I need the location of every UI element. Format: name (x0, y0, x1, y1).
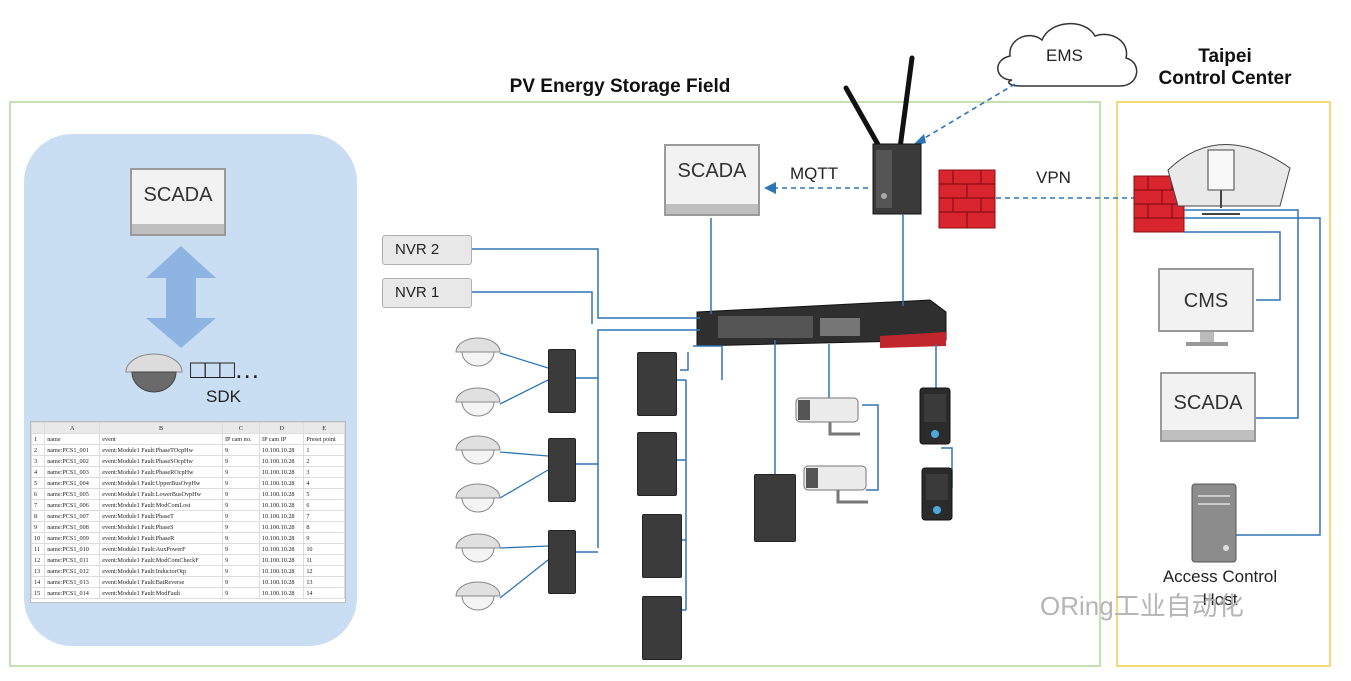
nvr1-device: NVR 1 (382, 278, 472, 308)
industrial-switch-5 (637, 432, 677, 496)
control-center-region (1116, 101, 1331, 667)
field-scada-monitor: SCADA (664, 144, 760, 216)
industrial-switch-4 (637, 352, 677, 416)
nvr2-label: NVR 2 (395, 241, 440, 258)
control-center-title-line1: Taipei (1198, 46, 1252, 67)
industrial-switch-7 (642, 596, 682, 660)
sheet-cell: IP cam IP (259, 433, 305, 445)
nvr1-label: NVR 1 (395, 284, 440, 301)
double-arrow (146, 246, 216, 348)
ems-label: EMS (1046, 46, 1083, 65)
industrial-switch-8 (754, 474, 796, 542)
sheet-cell: event:Module1 Fault:ModFault (99, 587, 223, 599)
cloud-shape (997, 22, 1138, 87)
access-control-label: Access Control (1162, 567, 1278, 586)
sheet-cell: name:PCS1_002 (44, 455, 101, 467)
control-center-title-line2: Control Center (1158, 68, 1292, 89)
field-title: PV Energy Storage Field (509, 76, 731, 97)
operator-console (1167, 144, 1291, 215)
center-scada-monitor: SCADA (1160, 372, 1256, 442)
host-label: Host (1202, 590, 1238, 609)
control-center-title: Taipei Control Center (1130, 46, 1320, 90)
cms-stand (1186, 332, 1228, 346)
industrial-switch-2 (548, 438, 576, 502)
industrial-switch-6 (642, 514, 682, 578)
monitor-bar (666, 204, 758, 214)
sheet-cell: 10.100.10.28 (259, 587, 305, 599)
sheet-cell: 14 (30, 576, 46, 588)
industrial-switch-3 (548, 530, 576, 594)
gateway-device (843, 55, 922, 215)
sheet-cell: name:PCS1_014 (44, 587, 101, 599)
sheet-cell: 12 (303, 565, 345, 577)
cms-label: CMS (1183, 290, 1229, 312)
monitor-bar (1162, 430, 1254, 440)
core-switch (696, 299, 947, 348)
bullet-cameras (795, 397, 868, 504)
industrial-switch-1 (548, 349, 576, 413)
center-scada-label: SCADA (1173, 392, 1243, 414)
watermark: ORing工业自动化 (1040, 591, 1244, 621)
left-scada-monitor: SCADA (130, 168, 226, 236)
mqtt-label: MQTT (790, 164, 839, 183)
pv-field-region (9, 101, 1101, 667)
sheet-cell: 15 (30, 587, 46, 599)
field-scada-label: SCADA (677, 160, 747, 182)
camera-lines (499, 352, 549, 599)
sheet-cell: 14 (303, 587, 345, 599)
sheet-cell: 13 (30, 565, 46, 577)
sdk-label: SDK (206, 387, 241, 406)
host-tower (1191, 483, 1237, 563)
network-lines (472, 209, 1321, 611)
access-keypads (919, 387, 953, 521)
firewall-field (938, 169, 996, 229)
sdk-boxes: □□□… (190, 354, 260, 384)
vpn-label: VPN (1036, 168, 1071, 187)
monitor-bar (132, 224, 224, 234)
nvr2-device: NVR 2 (382, 235, 472, 265)
cms-monitor: CMS (1158, 268, 1254, 332)
left-scada-label: SCADA (143, 184, 213, 206)
